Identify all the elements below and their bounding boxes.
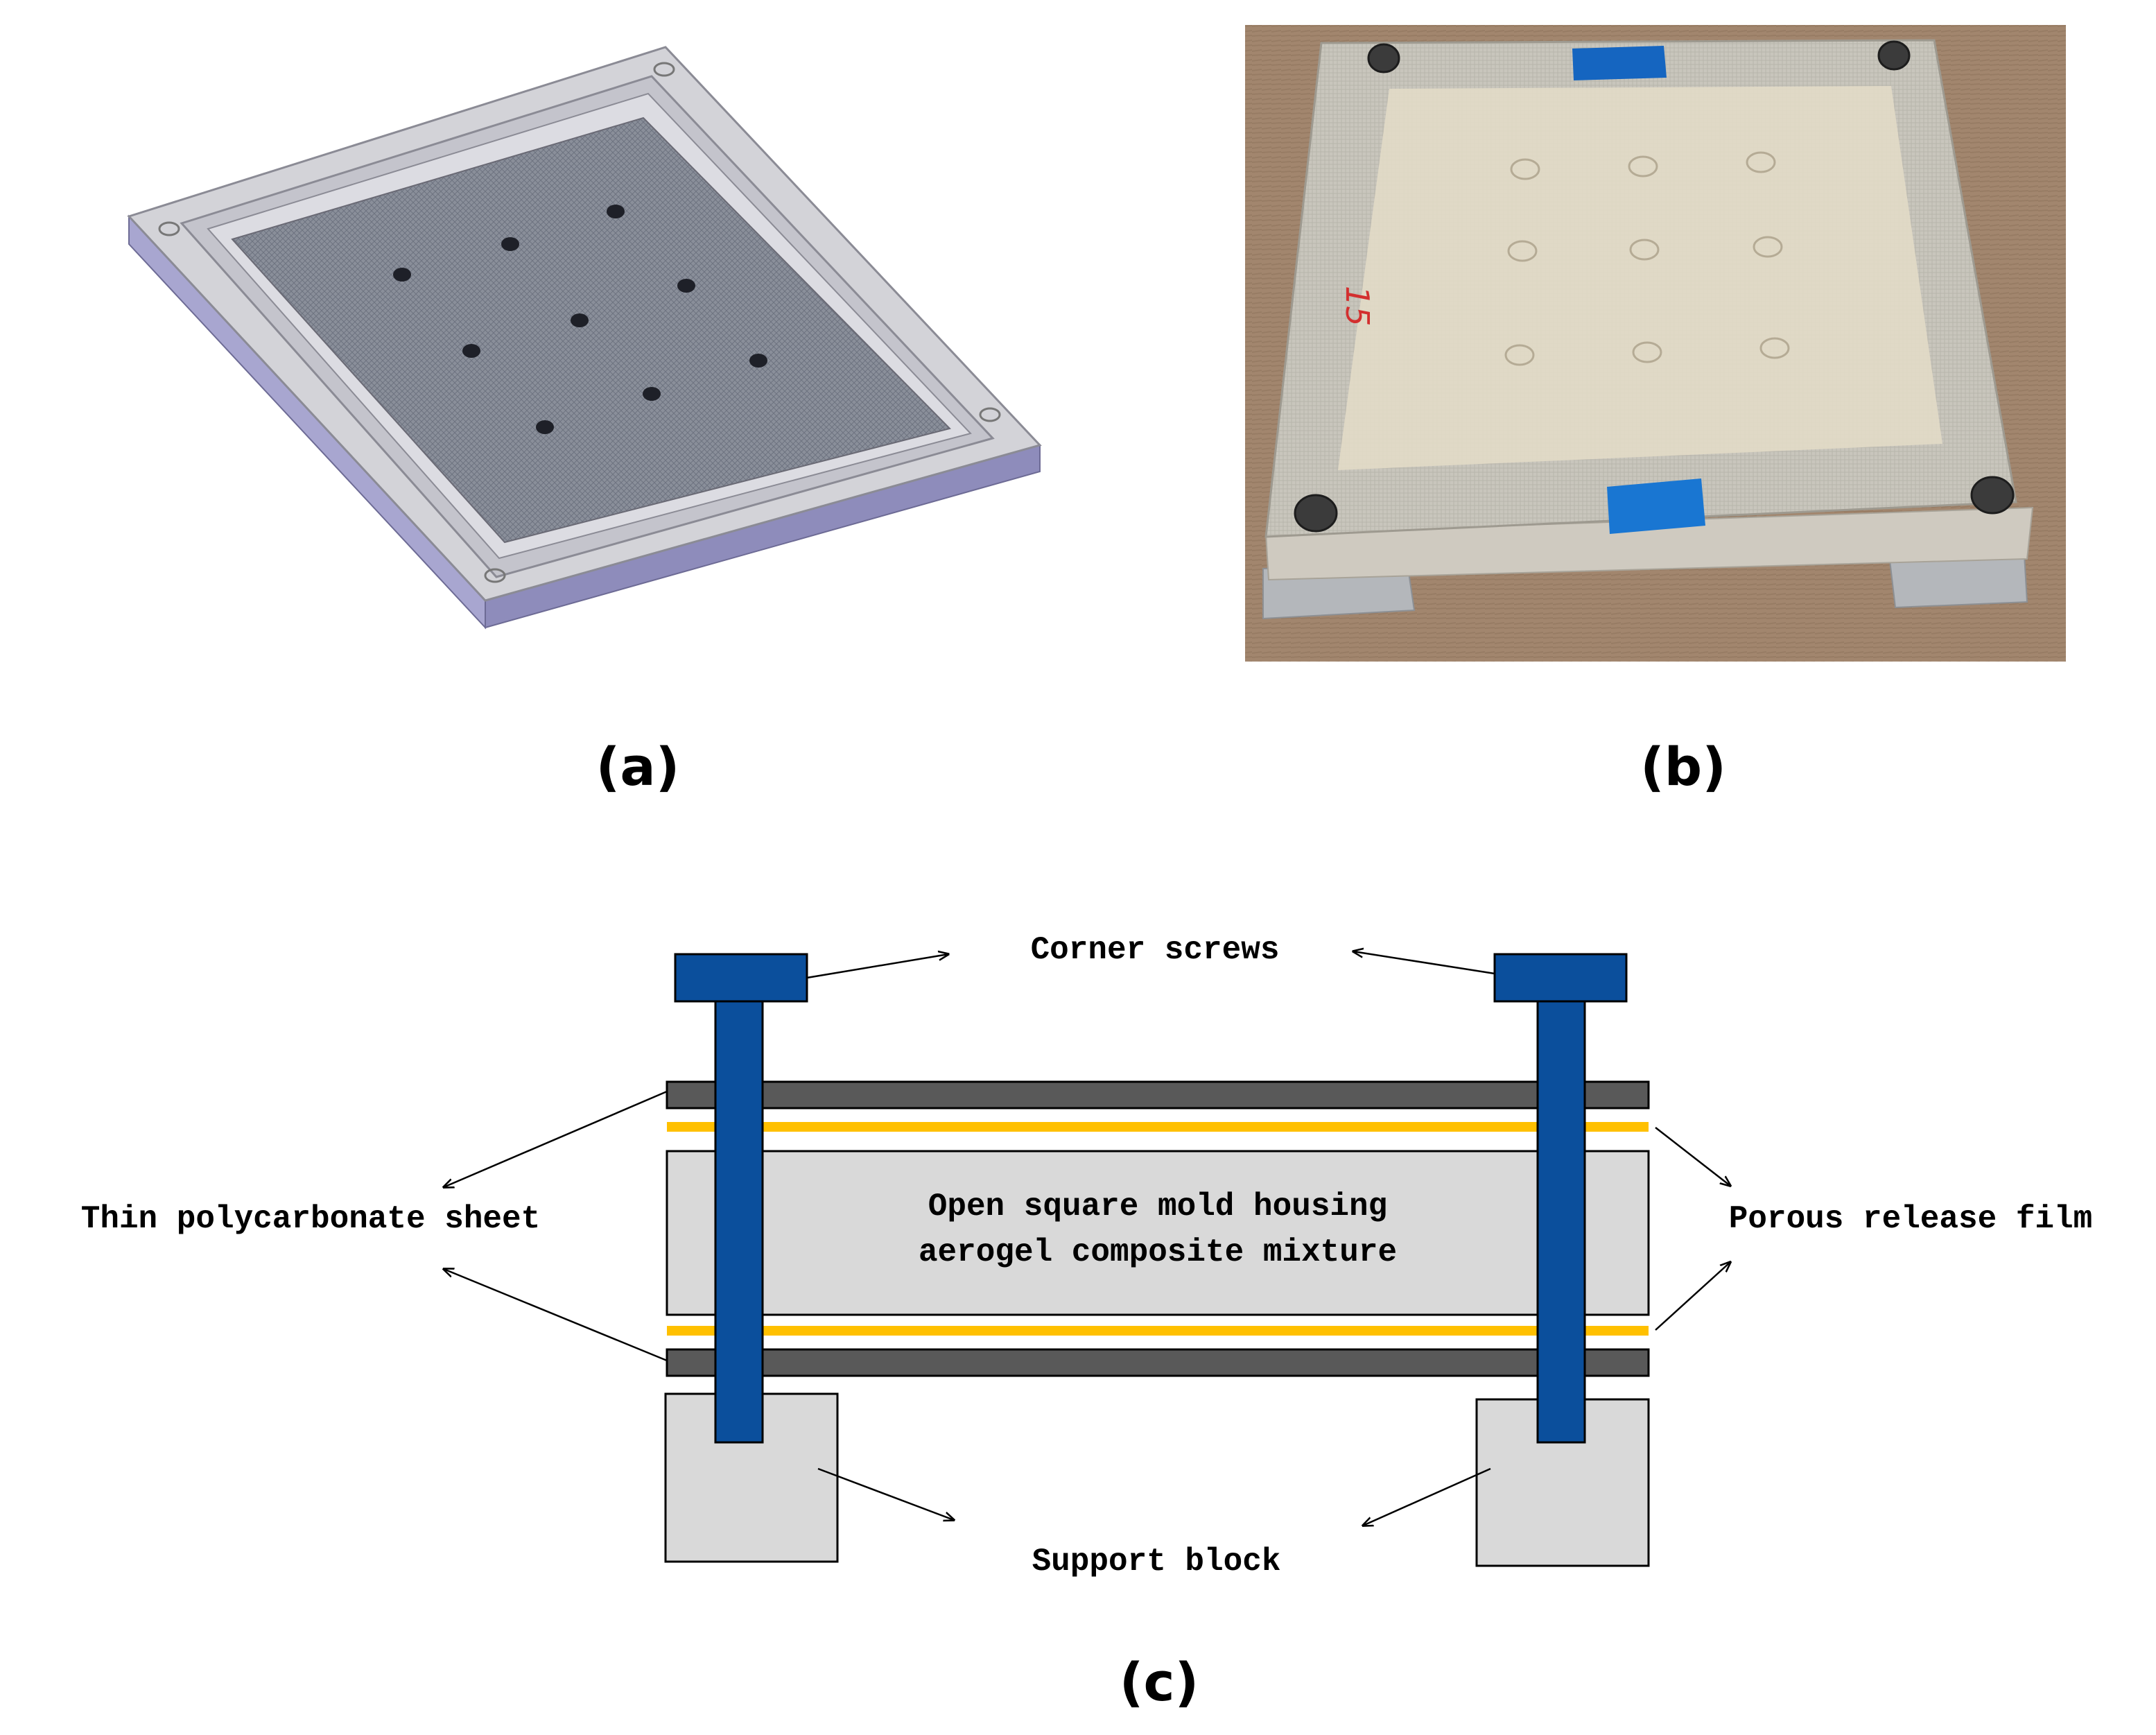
cad-hole xyxy=(607,205,625,218)
cad-hole xyxy=(393,268,411,282)
photo-tape-bottom xyxy=(1607,478,1705,534)
label-mold-line1: Open square mold housing xyxy=(928,1189,1388,1225)
panel-b-photo: 15 xyxy=(1245,25,2066,662)
cad-hole xyxy=(749,354,767,368)
panel-a-cad-render xyxy=(127,46,1042,630)
cad-corner-hole-left xyxy=(158,221,180,236)
photo-screw-top-left xyxy=(1367,43,1400,74)
photo-plate-edge xyxy=(1264,506,2034,581)
corner-screw-head-right xyxy=(1493,953,1628,1003)
photo-dimple xyxy=(1507,240,1538,262)
panel-a-label: (a) xyxy=(596,736,680,797)
label-release-film: Porous release film xyxy=(1729,1201,2093,1237)
arrow-sheet-bottom xyxy=(444,1269,668,1362)
arrow-film-bottom xyxy=(1655,1262,1730,1331)
cad-hole xyxy=(501,237,519,251)
photo-dimple xyxy=(1632,341,1662,363)
arrow-sheet-top xyxy=(444,1090,668,1187)
label-polycarbonate-sheet: Thin polycarbonate sheet xyxy=(81,1201,541,1237)
panel-c-label: (c) xyxy=(1120,1651,1199,1713)
corner-screw-shaft-right xyxy=(1536,1000,1586,1444)
photo-dimple xyxy=(1504,344,1535,366)
cad-corner-hole-right xyxy=(979,407,1001,422)
cad-corner-hole-top xyxy=(653,62,675,77)
arrow-block-right xyxy=(1363,1467,1491,1526)
photo-dimple xyxy=(1753,236,1783,258)
photo-dimple xyxy=(1628,155,1658,178)
cad-hole-grid xyxy=(393,205,767,434)
corner-screw-shaft-left xyxy=(714,1000,764,1444)
photo-marking: 15 xyxy=(1339,286,1376,327)
arrow-film-top xyxy=(1655,1127,1730,1186)
photo-plate-center xyxy=(1338,86,1942,470)
mold-housing xyxy=(666,1150,1650,1316)
label-support-block: Support block xyxy=(1032,1544,1281,1580)
label-mold-line2: aerogel composite mixture xyxy=(919,1234,1397,1270)
arrow-screw-right xyxy=(1353,951,1495,975)
photo-tape-top xyxy=(1572,46,1667,80)
photo-screw-bottom-left xyxy=(1294,494,1338,533)
cad-hole xyxy=(677,279,695,293)
cad-hole xyxy=(643,387,661,401)
polycarbonate-sheet-bottom xyxy=(666,1348,1650,1377)
cad-hole xyxy=(571,313,589,327)
photo-dimple-grid xyxy=(1504,151,1790,366)
polycarbonate-sheet-top xyxy=(666,1080,1650,1110)
photo-screw-bottom-right xyxy=(1970,476,2015,515)
arrow-screw-left xyxy=(806,954,948,979)
photo-screw-top-right xyxy=(1877,40,1911,71)
panel-c-schematic: Corner screws Thin polycarbonate sheet P… xyxy=(81,932,2093,1580)
photo-dimple xyxy=(1746,151,1776,173)
cad-hole xyxy=(536,420,554,434)
label-corner-screws: Corner screws xyxy=(1031,932,1280,968)
release-film-top xyxy=(667,1122,1649,1132)
panel-b-label: (b) xyxy=(1640,736,1726,797)
photo-dimple xyxy=(1510,158,1540,180)
arrow-block-left xyxy=(817,1467,954,1520)
cad-hole xyxy=(462,344,480,358)
release-film-bottom xyxy=(667,1326,1649,1336)
photo-dimple xyxy=(1759,337,1790,359)
cad-corner-hole-bottom xyxy=(484,568,506,583)
photo-dimple xyxy=(1629,239,1660,261)
cad-recess-floor xyxy=(231,116,951,544)
corner-screw-head-left xyxy=(674,953,808,1003)
